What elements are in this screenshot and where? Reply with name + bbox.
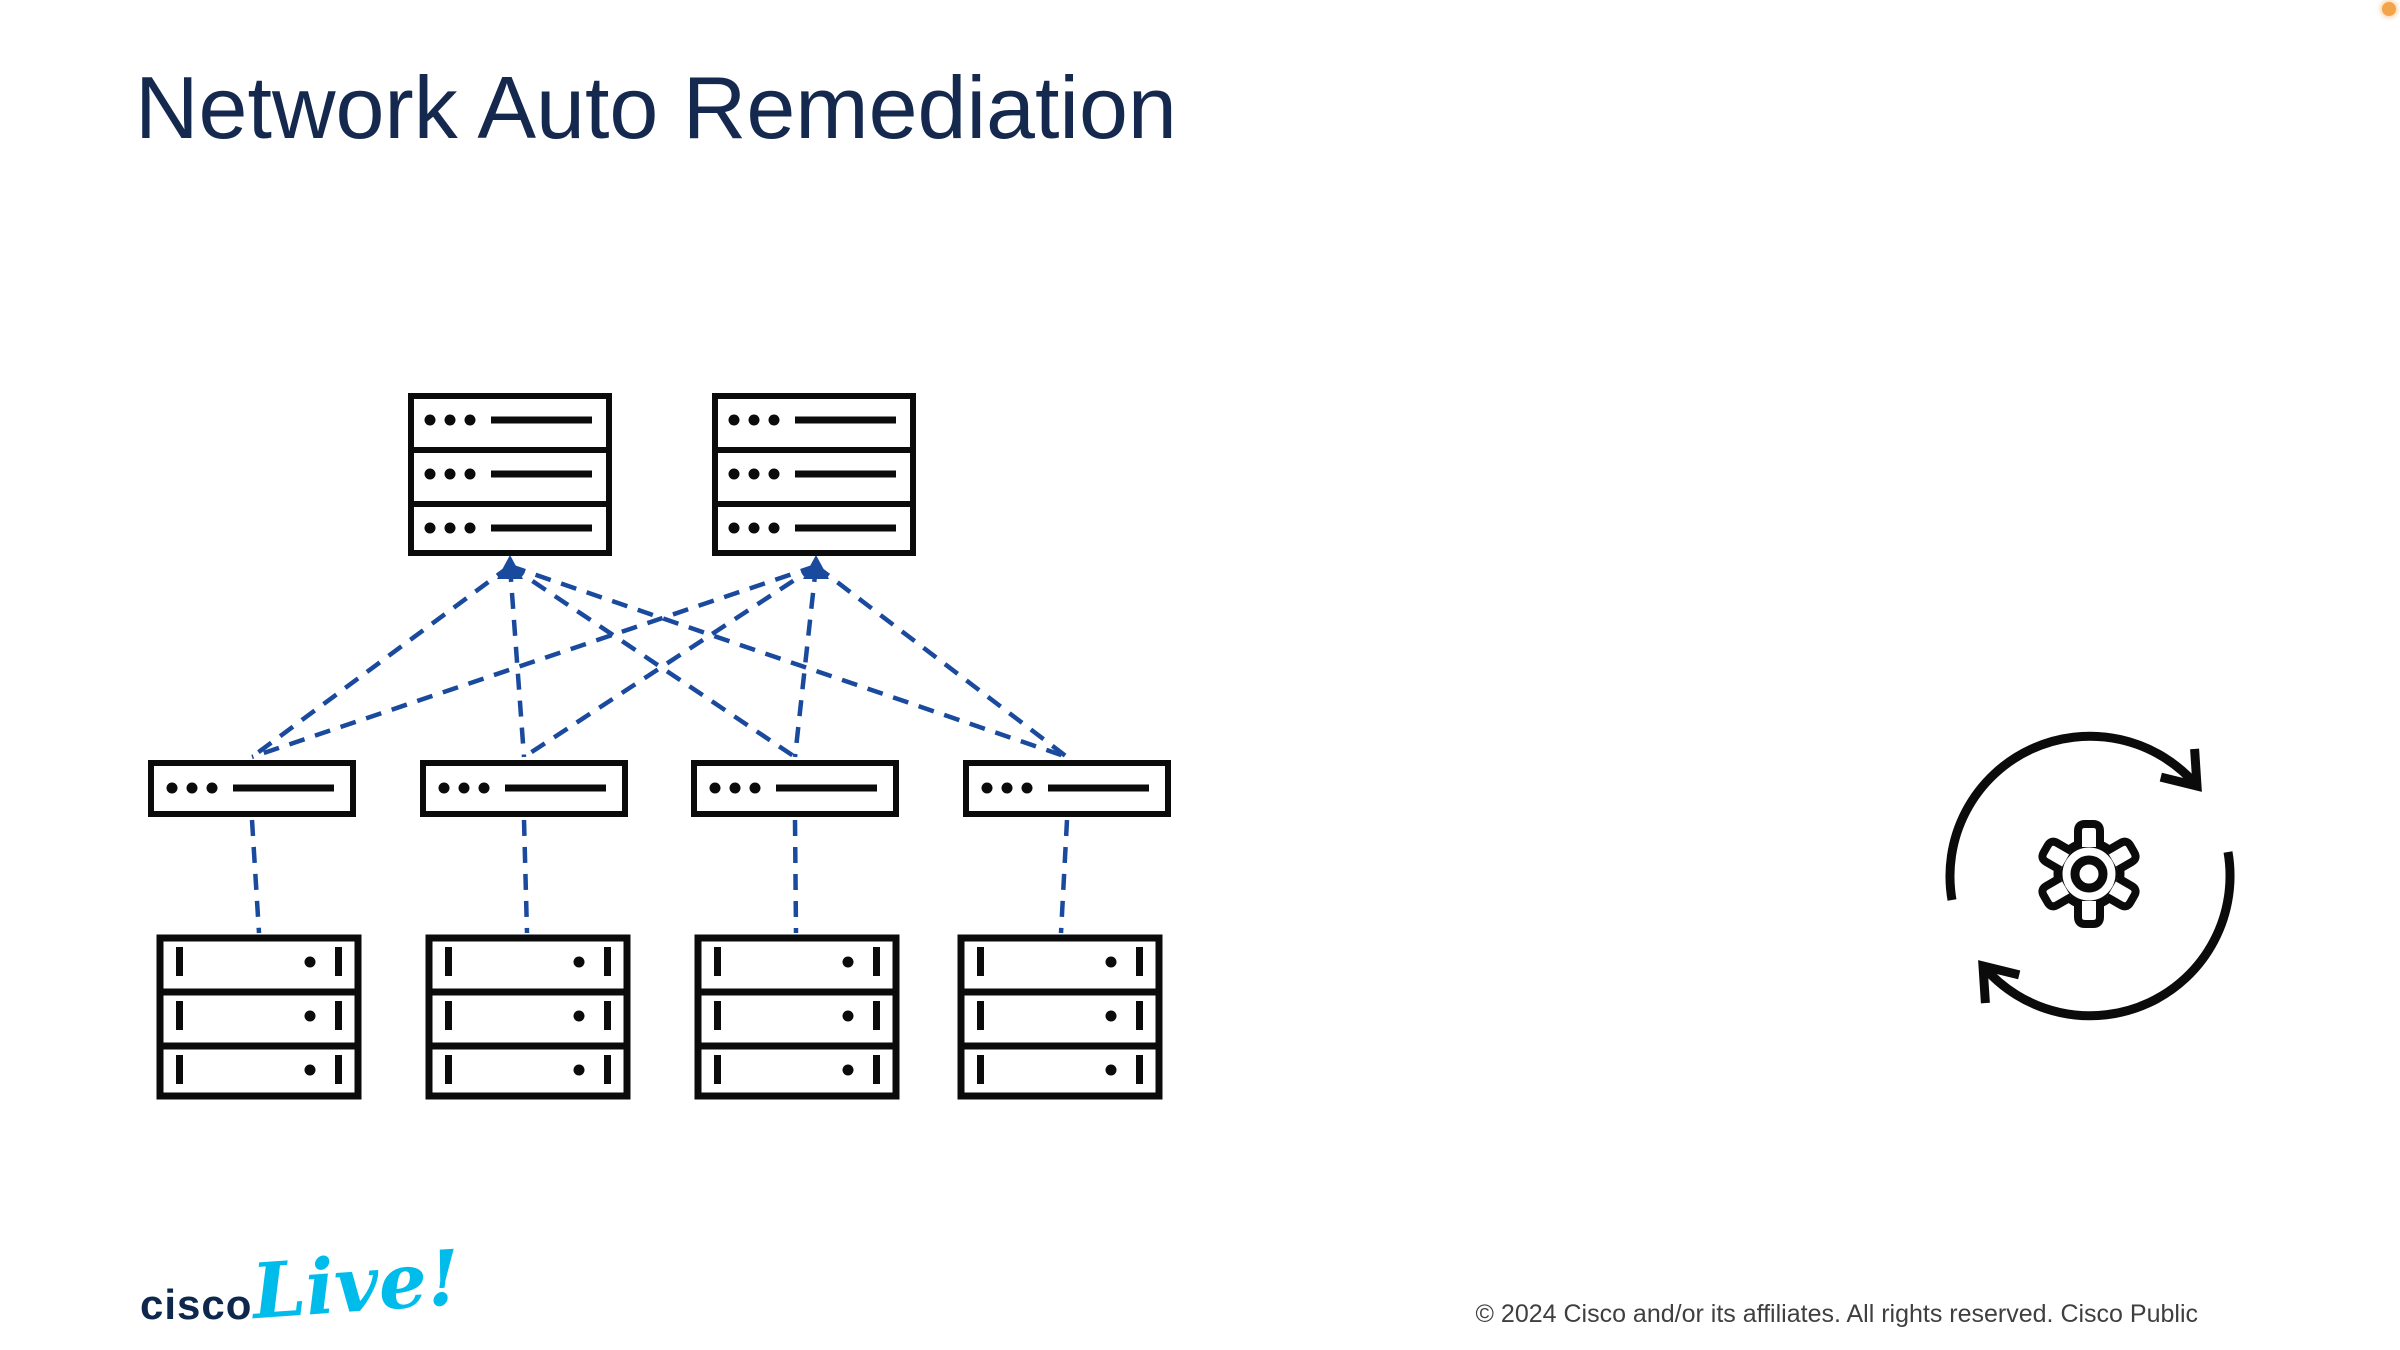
link-arrowheads <box>497 555 829 579</box>
gear-icon <box>2038 820 2140 928</box>
leaf-switch-icon <box>966 763 1168 814</box>
server-stack-icon <box>961 938 1159 1096</box>
sync-gear-icon <box>1945 731 2235 1021</box>
server-stack-icon <box>698 938 896 1096</box>
page-title: Network Auto Remediation <box>135 58 1177 157</box>
spine-switch-icon <box>715 396 913 553</box>
spine-switch-icon <box>411 396 609 553</box>
leaf-switch-icon <box>423 763 625 814</box>
server-stack-icon <box>160 938 358 1096</box>
copyright-text: © 2024 Cisco and/or its affiliates. All … <box>1475 1300 2198 1328</box>
spine-leaf-links <box>250 563 1069 760</box>
cisco-wordmark: cisco <box>140 1281 253 1328</box>
cisco-live-logo: cisco Live! <box>140 1233 470 1340</box>
leaf-switch-icon <box>694 763 896 814</box>
leaf-switch-icon <box>151 763 353 814</box>
server-stack-icon <box>429 938 627 1096</box>
leaf-server-links <box>249 819 1070 934</box>
recording-dot <box>2382 2 2396 16</box>
live-wordmark: Live! <box>249 1232 464 1337</box>
